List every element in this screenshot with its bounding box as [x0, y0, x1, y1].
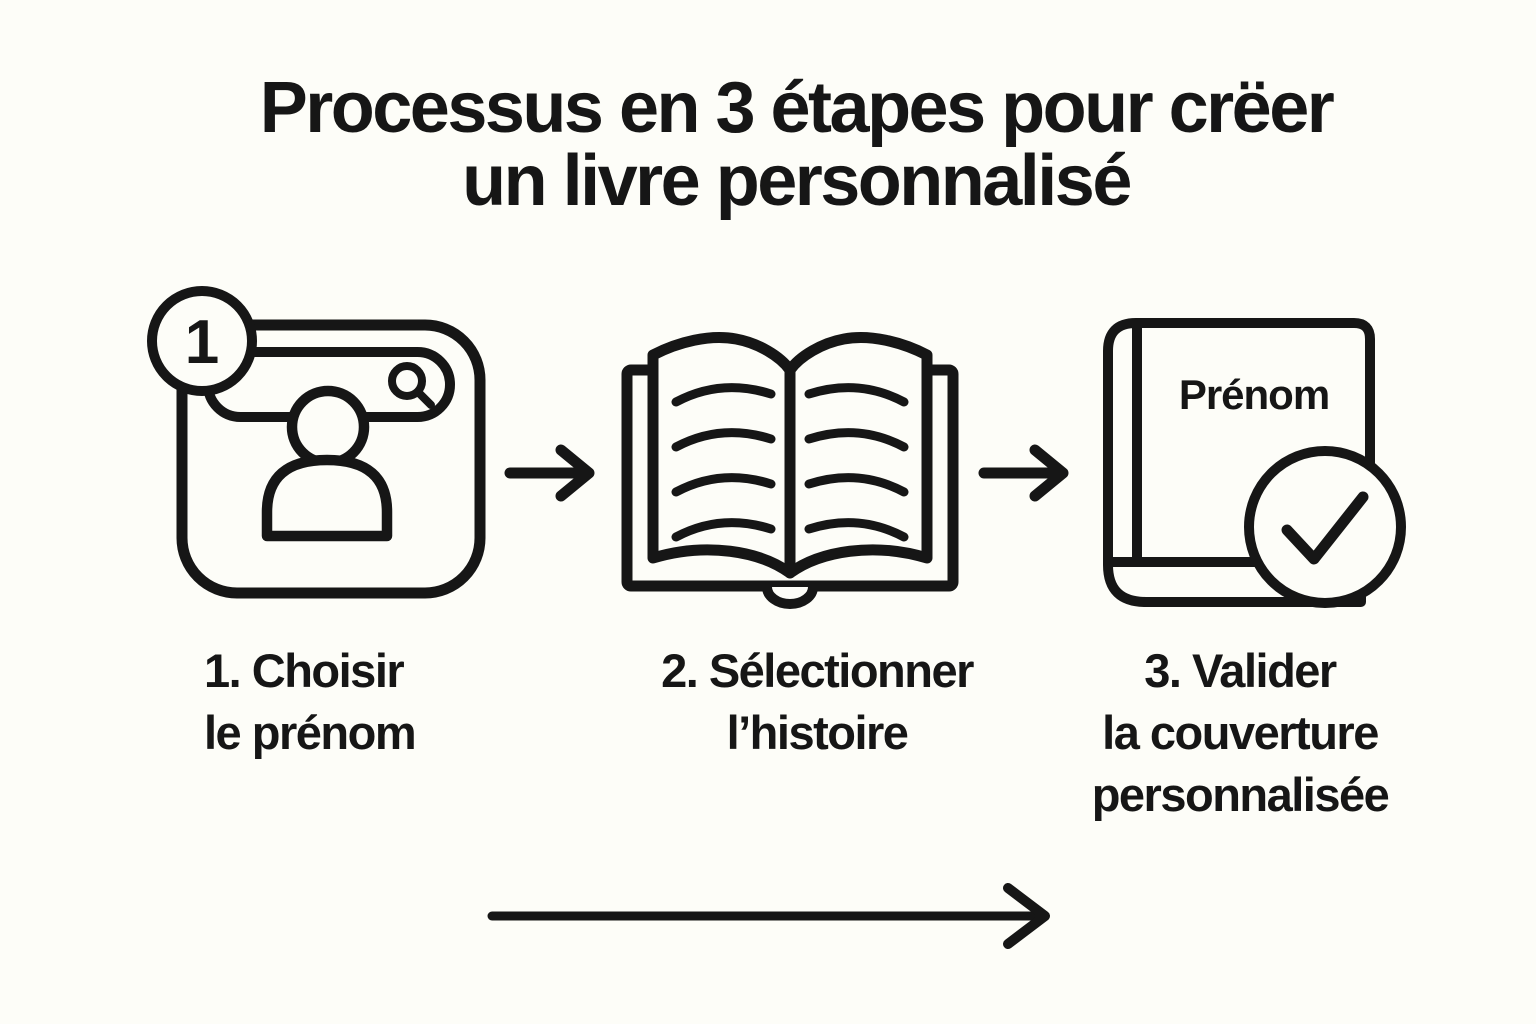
page-title-line2: un livre personnalisé [462, 141, 1132, 221]
right-arrow-icon [978, 444, 1069, 502]
long-right-arrow-icon [487, 883, 1050, 949]
cover-name-text: Prénom [1179, 371, 1329, 418]
step3-label-line1: 3. Valider [1144, 644, 1337, 697]
step3-label-line2: la couverture [1102, 706, 1379, 759]
book-cover-outline [1103, 318, 1375, 607]
step1-label-line2: le prénom [204, 706, 417, 759]
step3-label: 3. Valider la couverture personnalisée [1040, 640, 1440, 826]
card-outline [176, 319, 486, 599]
right-arrow-icon [504, 444, 595, 502]
step1-badge-number: 1 [185, 308, 219, 377]
search-icon [388, 362, 435, 409]
step1-label-line1: 1. Choisir [204, 644, 405, 697]
page-title: Processus en 3 étapes pour crëer un livr… [0, 72, 1536, 218]
right-page-text-lines [804, 383, 909, 542]
step2-label-line2: l’histoire [726, 706, 909, 759]
left-page-text-lines [671, 383, 776, 542]
step1-label: 1. Choisir le prénom [204, 640, 417, 764]
person-icon [261, 385, 393, 542]
book-spine-bump [762, 586, 818, 609]
step2-label: 2. Sélectionner l’histoire [617, 640, 1017, 764]
check-icon [1244, 446, 1406, 608]
open-book-icon [621, 331, 959, 609]
book-cover-check-icon: Prénom [1103, 318, 1406, 608]
step3-label-line3: personnalisée [1091, 768, 1390, 821]
profile-search-card-icon: 1 [147, 286, 486, 599]
step2-label-line1: 2. Sélectionner [661, 644, 974, 697]
page-title-line1: Processus en 3 étapes pour crëer [259, 68, 1335, 148]
step1-number-badge: 1 [147, 286, 257, 396]
